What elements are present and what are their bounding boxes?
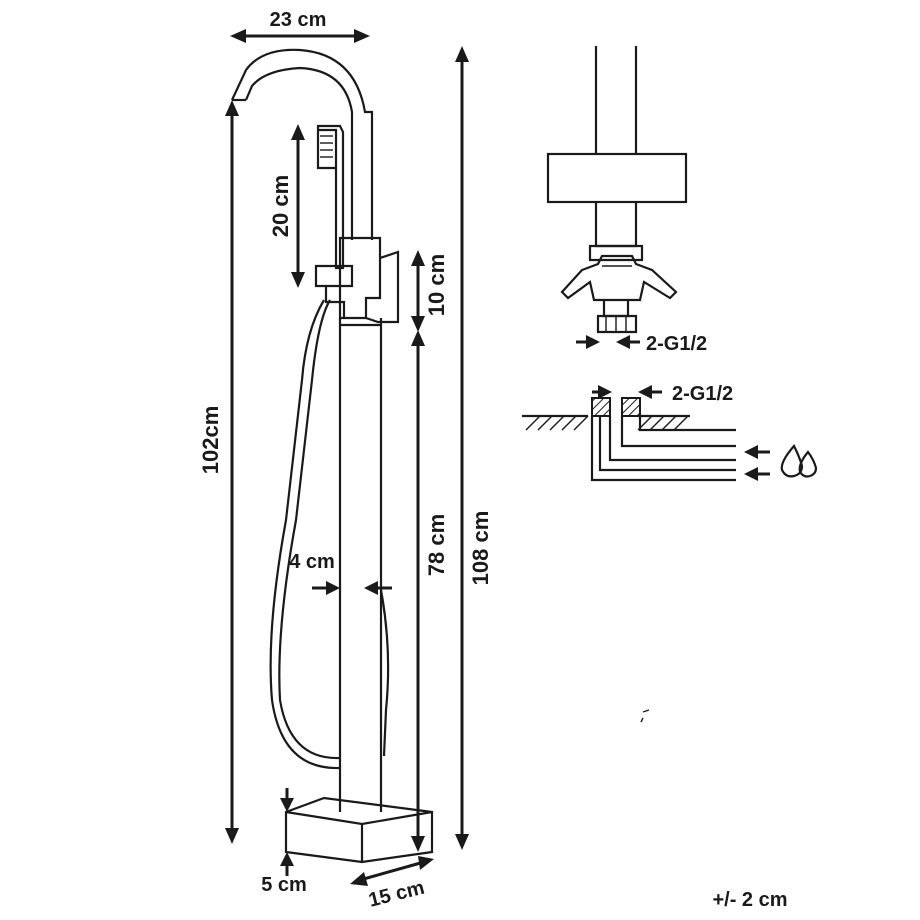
dim-base-height: 5 cm [261, 874, 307, 896]
shower-holder [314, 264, 354, 318]
small-mark [640, 709, 650, 723]
dim-body-height: 78 cm [424, 514, 449, 576]
tolerance-note: +/- 2 cm [712, 889, 787, 911]
dim-pipe-diameter: 4 cm [289, 551, 335, 573]
shower-hose [269, 299, 341, 770]
base-plate [284, 796, 434, 864]
thread-nut [596, 314, 638, 334]
thread-label-upper: 2-G1/2 [646, 333, 707, 355]
dim-spout-height: 102cm [198, 406, 223, 475]
mixer-block [338, 236, 382, 320]
dim-total-height: 108 cm [468, 511, 493, 586]
dim-base-width: 15 cm [366, 877, 426, 912]
water-pipes [590, 416, 736, 482]
dim-handshower-length: 20 cm [268, 175, 293, 237]
main-column [338, 318, 383, 812]
hand-shower [316, 124, 345, 270]
faucet-drawing [231, 48, 434, 864]
mount-flange [560, 254, 678, 302]
spout [231, 48, 374, 240]
pipe-detail [522, 385, 770, 482]
dimension-lines [225, 29, 469, 886]
lever-handle [365, 250, 400, 324]
hose-lower [379, 589, 390, 757]
dim-spout-width: 23 cm [270, 9, 327, 31]
dim-mixer-height: 10 cm [424, 254, 449, 316]
thread-label-lower: 2-G1/2 [672, 383, 733, 405]
water-drops-icon [780, 444, 818, 478]
connection-detail [546, 46, 688, 349]
